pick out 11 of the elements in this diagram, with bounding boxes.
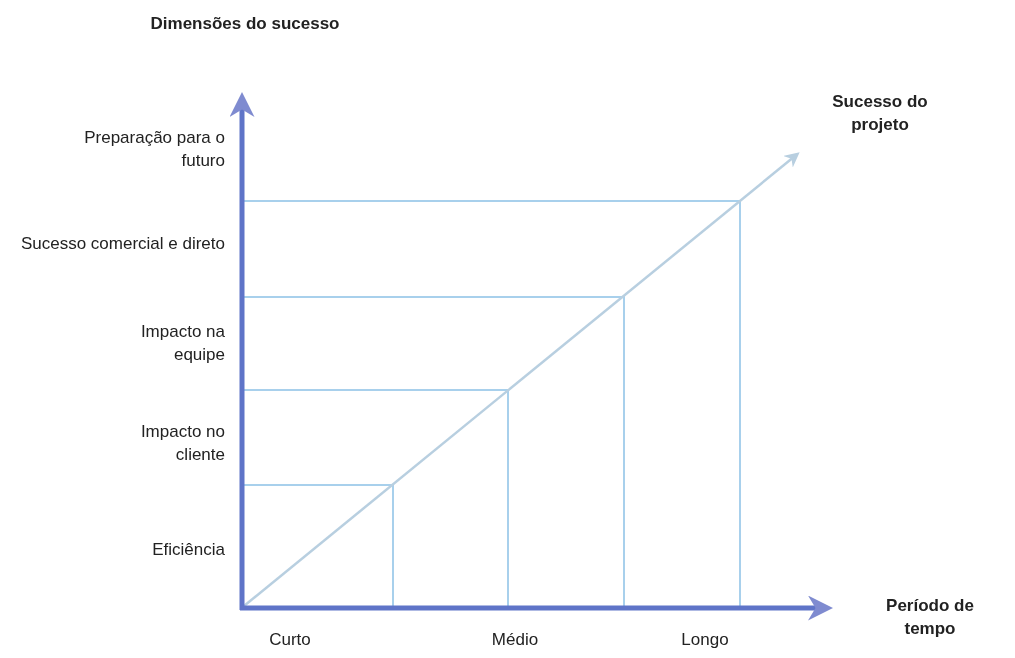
period-label: Curto xyxy=(268,629,312,651)
line-label: Sucesso do projeto xyxy=(831,91,929,136)
dimension-label: Preparação para o futuro xyxy=(83,127,225,172)
dimension-label: Sucesso comercial e direto xyxy=(19,233,225,255)
dimension-label: Impacto no cliente xyxy=(139,421,225,466)
dimension-label: Eficiência xyxy=(151,539,225,561)
axis-title: Período de tempo xyxy=(885,595,975,640)
period-label: Médio xyxy=(490,629,540,651)
dimension-label: Impacto na equipe xyxy=(139,321,225,366)
axis-title: Dimensões do sucesso xyxy=(149,13,341,35)
period-label: Longo xyxy=(680,629,730,651)
